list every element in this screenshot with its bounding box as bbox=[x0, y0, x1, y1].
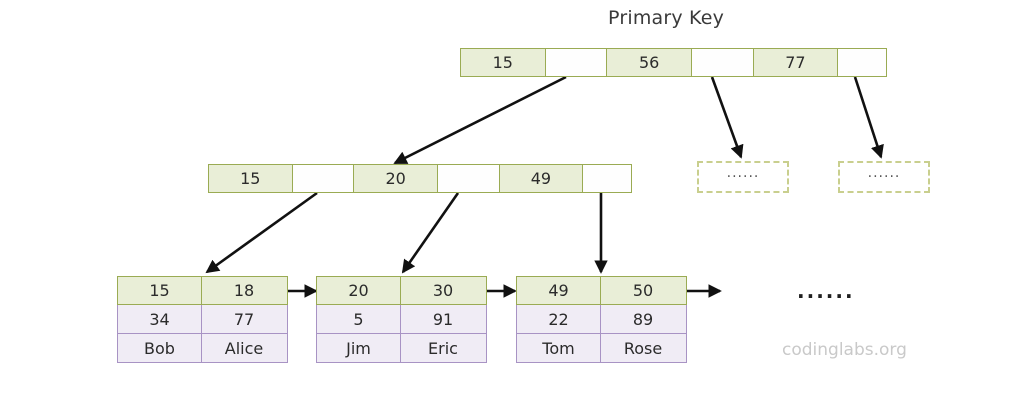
leaf-node-3[interactable]: 49 50 22 89 Tom Rose bbox=[516, 276, 687, 363]
edge-internal-to-leaf-1 bbox=[205, 191, 318, 274]
leaf-2-key-1[interactable]: 20 bbox=[317, 277, 401, 304]
leaf-1-key-row: 15 18 bbox=[117, 276, 288, 305]
leaf-2-key-2[interactable]: 30 bbox=[432, 281, 454, 300]
leaf-2-key-row: 20 30 bbox=[316, 276, 487, 305]
placeholder-subtree-1[interactable]: ······ bbox=[697, 161, 789, 193]
leaf-2-field3-1[interactable]: Jim bbox=[317, 334, 401, 362]
internal-cell-1[interactable]: 15 bbox=[209, 165, 293, 192]
internal-cell-6[interactable] bbox=[583, 165, 631, 192]
leaf-2-field3-2[interactable]: Eric bbox=[428, 338, 458, 358]
internal-cell-4[interactable] bbox=[437, 165, 500, 192]
leaf-1-field3-1[interactable]: Bob bbox=[118, 334, 202, 362]
watermark: codinglabs.org bbox=[782, 340, 907, 360]
leaf-3-field2-1[interactable]: 22 bbox=[517, 305, 601, 333]
root-cell-6[interactable] bbox=[838, 49, 886, 76]
leaf-1-field2-1[interactable]: 34 bbox=[118, 305, 202, 333]
edge-root-to-placeholder-2 bbox=[853, 76, 884, 159]
page-title: Primary Key bbox=[608, 7, 725, 29]
root-cell-4[interactable] bbox=[691, 49, 754, 76]
root-cell-1[interactable]: 15 bbox=[461, 49, 546, 76]
leaf-1-field2-row: 34 77 bbox=[117, 305, 288, 334]
leaf-3-field2-2[interactable]: 89 bbox=[632, 309, 654, 329]
edge-root-to-internal bbox=[393, 75, 567, 165]
leaf-1-field3-row: Bob Alice bbox=[117, 334, 288, 363]
internal-cell-2[interactable] bbox=[292, 165, 355, 192]
placeholder-subtree-2[interactable]: ······ bbox=[838, 161, 930, 193]
internal-cell-3[interactable]: 20 bbox=[354, 165, 438, 192]
internal-cell-5[interactable]: 49 bbox=[499, 165, 584, 192]
leaf-3-field3-1[interactable]: Tom bbox=[517, 334, 601, 362]
root-cell-2[interactable] bbox=[545, 49, 608, 76]
leaf-1-field2-2[interactable]: 77 bbox=[233, 309, 255, 329]
leaf-3-key-2[interactable]: 50 bbox=[632, 281, 654, 300]
leaf-node-2[interactable]: 20 30 5 91 Jim Eric bbox=[316, 276, 487, 363]
leaf-2-field2-2[interactable]: 91 bbox=[432, 309, 454, 329]
leaf-1-field3-2[interactable]: Alice bbox=[224, 338, 264, 358]
leaf-3-field3-row: Tom Rose bbox=[516, 334, 687, 363]
leaf-3-key-row: 49 50 bbox=[516, 276, 687, 305]
leaf-3-field3-2[interactable]: Rose bbox=[623, 338, 663, 358]
leaf-3-key-1[interactable]: 49 bbox=[517, 277, 601, 304]
edge-root-to-placeholder-1 bbox=[710, 76, 744, 159]
leaf-node-1[interactable]: 15 18 34 77 Bob Alice bbox=[117, 276, 288, 363]
leaf-2-field2-1[interactable]: 5 bbox=[317, 305, 401, 333]
leaf-3-field2-row: 22 89 bbox=[516, 305, 687, 334]
leaf-1-key-2[interactable]: 18 bbox=[233, 281, 255, 300]
leaf-1-key-1[interactable]: 15 bbox=[118, 277, 202, 304]
leaf-2-field2-row: 5 91 bbox=[316, 305, 487, 334]
root-cell-3[interactable]: 56 bbox=[607, 49, 692, 76]
trailing-ellipsis: ······ bbox=[797, 284, 855, 308]
internal-index-node[interactable]: 15 20 49 bbox=[208, 164, 632, 193]
leaf-2-field3-row: Jim Eric bbox=[316, 334, 487, 363]
root-cell-5[interactable]: 77 bbox=[753, 49, 839, 76]
edge-internal-to-leaf-2 bbox=[401, 192, 460, 274]
root-index-node[interactable]: 15 56 77 bbox=[460, 48, 887, 77]
